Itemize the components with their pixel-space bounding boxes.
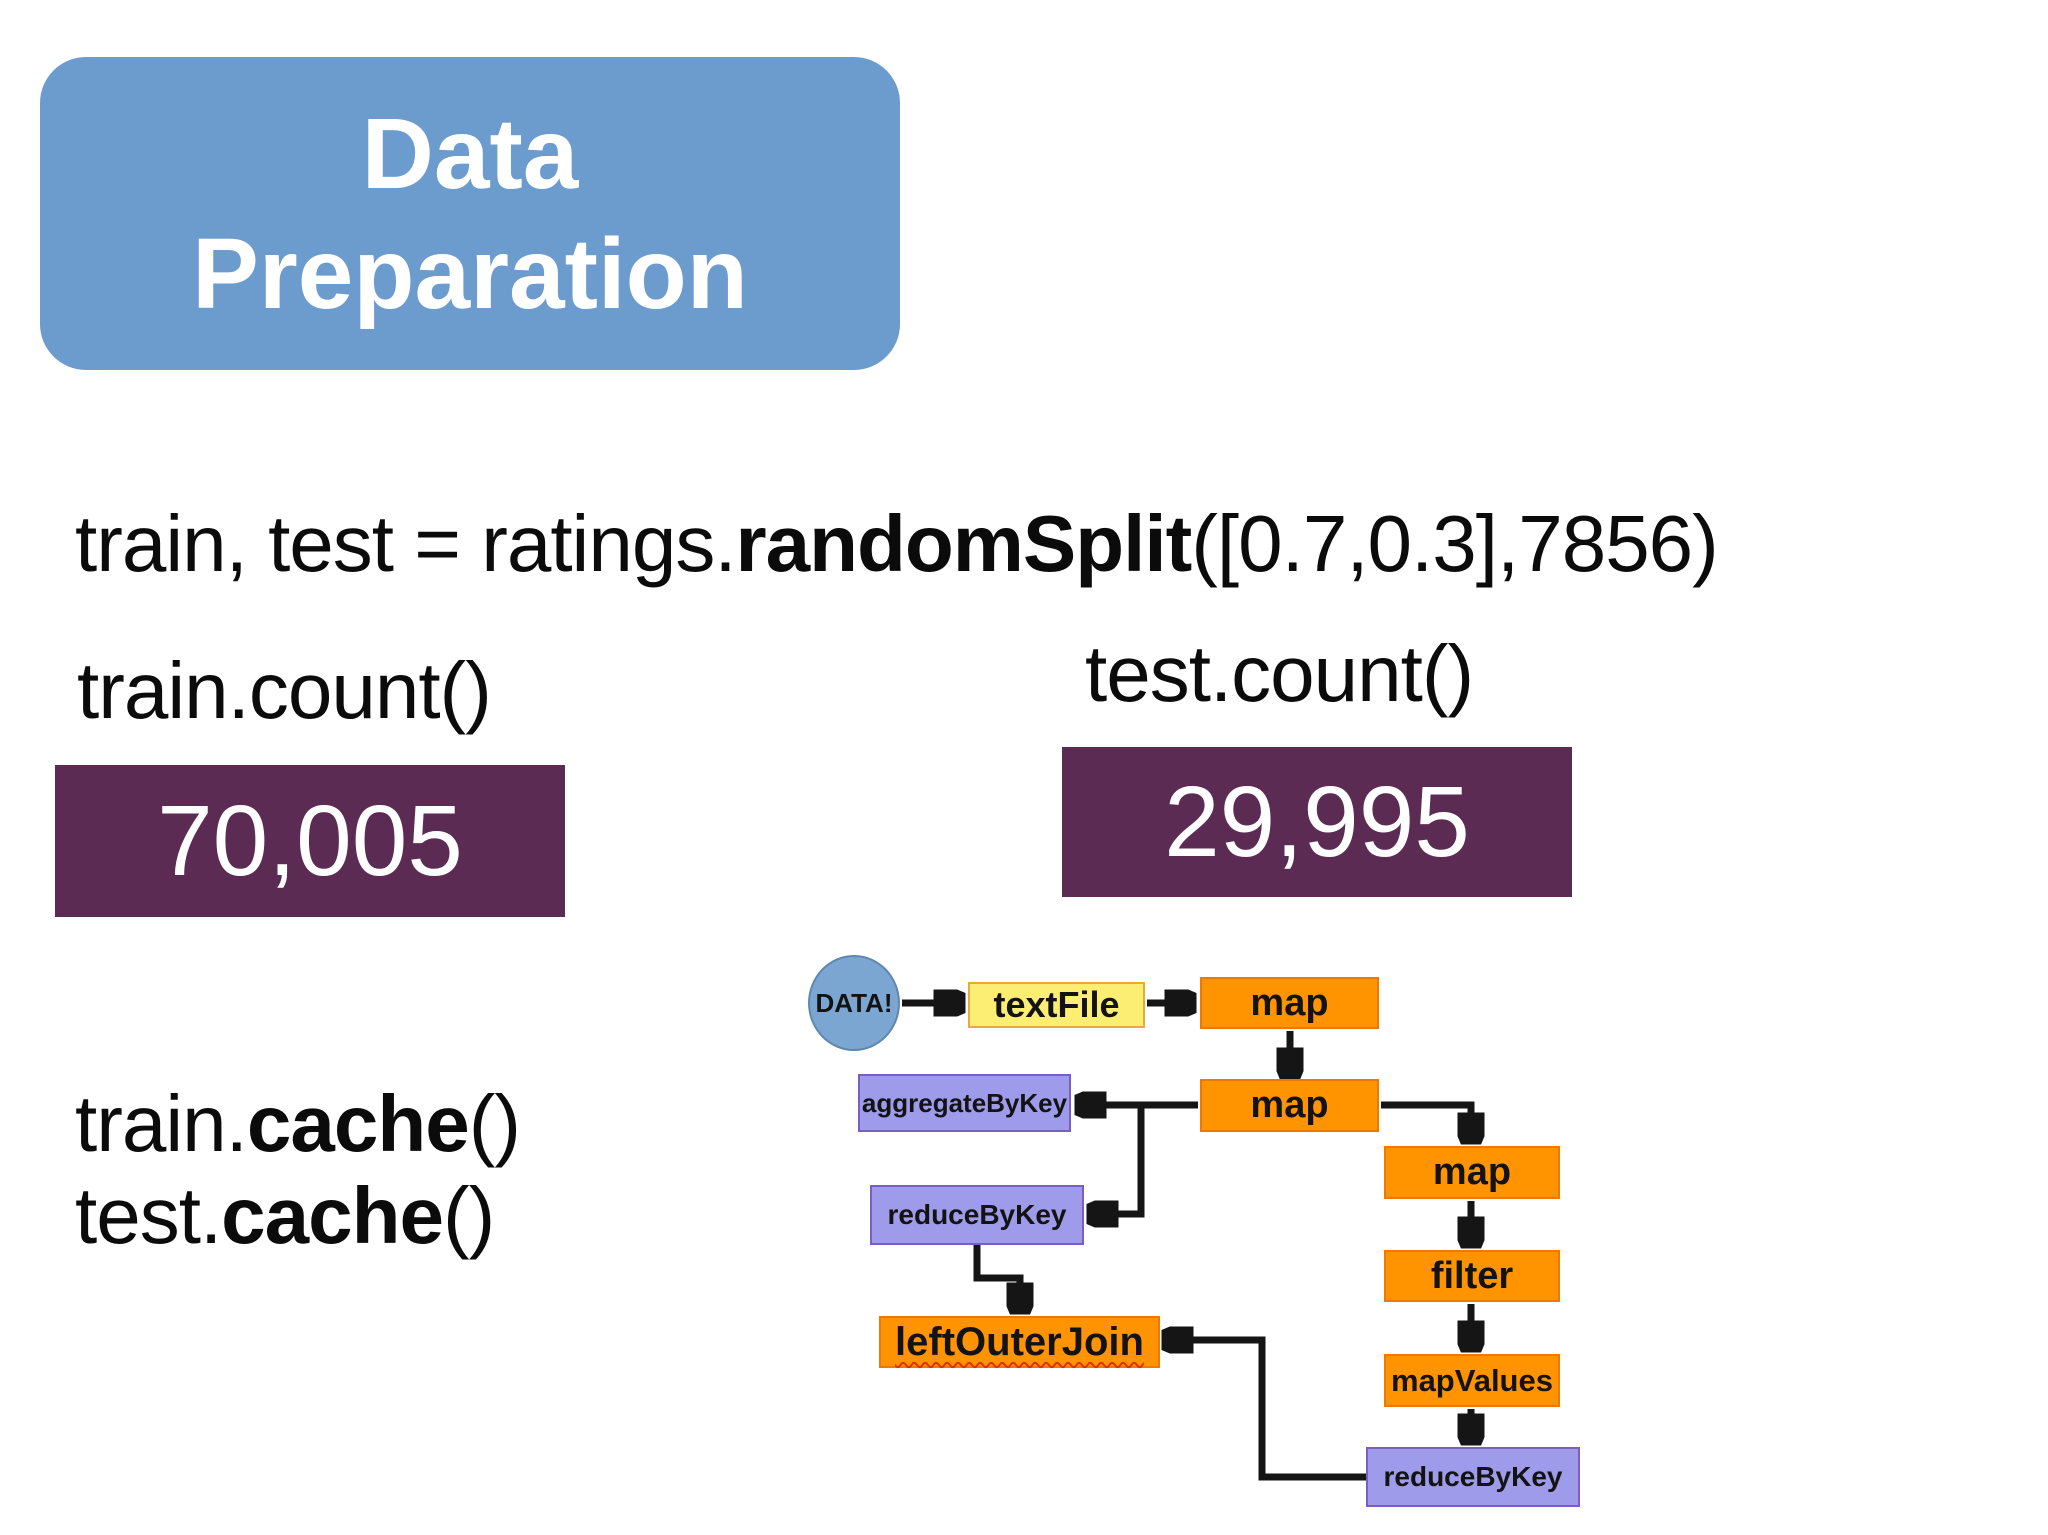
node-mapvalues: mapValues: [1384, 1354, 1560, 1407]
arrow-reducebykey-bottom-to-leftouterjoin: [1167, 1340, 1366, 1481]
node-filter: filter: [1384, 1250, 1560, 1302]
train-count-box: 70,005: [55, 765, 565, 917]
title-box: Data Preparation: [40, 57, 900, 370]
node-aggregatebykey: aggregateByKey: [858, 1074, 1071, 1132]
node-map-2: map: [1200, 1079, 1379, 1132]
node-leftouterjoin: leftOuterJoin: [879, 1316, 1160, 1368]
node-reducebykey-bottom: reduceByKey: [1366, 1447, 1580, 1507]
arrow-reducebykey-left-to-leftouterjoin: [973, 1245, 1020, 1309]
test-cache-prefix: test.: [75, 1171, 222, 1260]
title-line-2: Preparation: [192, 217, 748, 330]
diagram-arrows: [902, 930, 1610, 1481]
train-cache-prefix: train.: [75, 1079, 248, 1168]
test-cache-suffix: (): [443, 1171, 495, 1260]
rdd-flow-diagram: DATA! textFile map map aggregateByKey re…: [790, 930, 1610, 1535]
cache-block: train.cache() test.cache(): [75, 1078, 521, 1262]
test-count-label: test.count(): [1085, 629, 1474, 718]
split-bold: randomSplit: [735, 499, 1193, 588]
node-map-3: map: [1384, 1146, 1560, 1199]
train-cache-bold: cache: [246, 1079, 470, 1168]
train-count-label: train.count(): [77, 646, 492, 735]
leftouterjoin-label: leftOuterJoin: [895, 1319, 1144, 1364]
node-reducebykey-left: reduceByKey: [870, 1185, 1084, 1245]
test-count-value: 29,995: [1164, 765, 1470, 878]
split-suffix: ([0.7,0.3],7856): [1191, 499, 1719, 588]
node-map-1: map: [1200, 977, 1379, 1029]
arrow-branch-to-reducebykey-left: [1092, 1105, 1145, 1214]
node-textfile: textFile: [968, 982, 1145, 1028]
train-cache-line: train.cache(): [75, 1078, 521, 1170]
title-line-1: Data: [361, 97, 579, 210]
random-split-code-line: train, test = ratings.randomSplit([0.7,0…: [75, 498, 1719, 590]
test-cache-line: test.cache(): [75, 1170, 520, 1262]
train-cache-suffix: (): [468, 1079, 521, 1168]
test-count-box: 29,995: [1062, 747, 1572, 897]
arrow-map2-to-map3: [1381, 1101, 1471, 1139]
test-cache-bold: cache: [221, 1171, 444, 1260]
node-data-source: DATA!: [808, 955, 900, 1051]
split-prefix: train, test = ratings.: [75, 499, 737, 588]
train-count-value: 70,005: [157, 784, 463, 897]
